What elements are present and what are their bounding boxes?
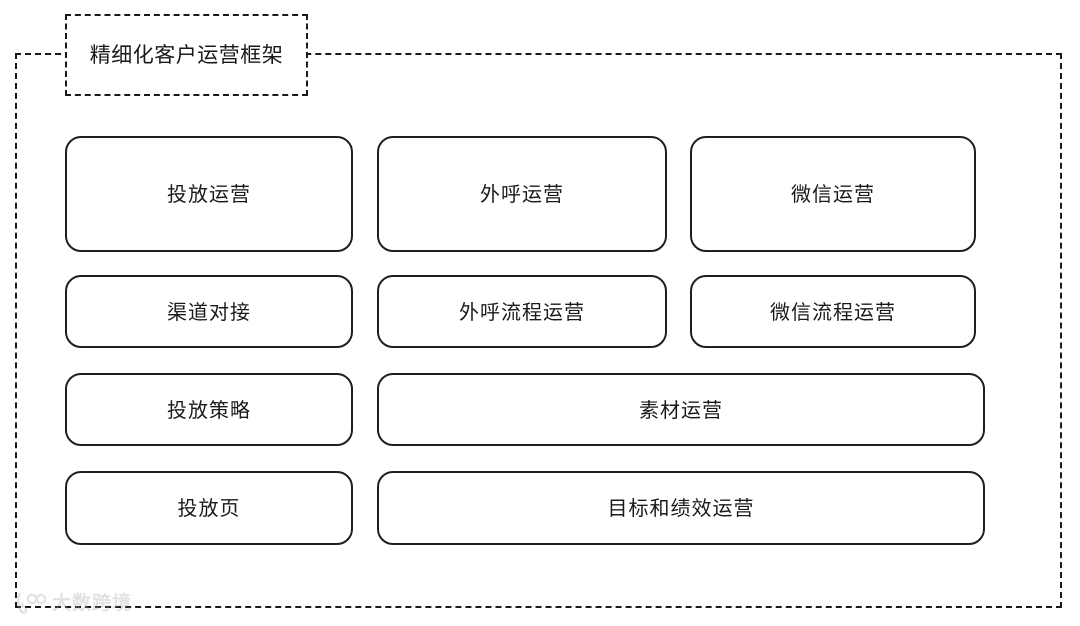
node-label: 投放策略	[167, 397, 251, 422]
node-landing-page[interactable]: 投放页	[65, 471, 353, 545]
node-label: 投放页	[177, 496, 241, 520]
node-goal-and-performance-operations[interactable]: 目标和绩效运营	[377, 471, 985, 545]
node-wechat-process-operations[interactable]: 微信流程运营	[690, 275, 976, 348]
node-creative-material-operations[interactable]: 素材运营	[377, 373, 985, 446]
node-channel-integration[interactable]: 渠道对接	[65, 275, 353, 348]
node-label: 微信流程运营	[770, 299, 896, 324]
outer-dashed-frame	[15, 53, 1062, 608]
node-investment-operations[interactable]: 投放运营	[65, 136, 353, 252]
page-title: 精细化客户运营框架	[89, 42, 284, 67]
node-label: 外呼流程运营	[459, 299, 585, 324]
node-investment-strategy[interactable]: 投放策略	[65, 373, 353, 446]
node-label: 外呼运营	[480, 182, 564, 206]
node-label: 微信运营	[791, 182, 875, 206]
node-label: 目标和绩效运营	[607, 496, 755, 520]
node-label: 渠道对接	[167, 299, 251, 324]
node-label: 素材运营	[639, 397, 723, 422]
node-outbound-call-process-operations[interactable]: 外呼流程运营	[377, 275, 667, 348]
framework-title-box: 精细化客户运营框架	[65, 14, 308, 96]
node-outbound-call-operations[interactable]: 外呼运营	[377, 136, 667, 252]
node-wechat-operations[interactable]: 微信运营	[690, 136, 976, 252]
node-label: 投放运营	[167, 182, 251, 206]
